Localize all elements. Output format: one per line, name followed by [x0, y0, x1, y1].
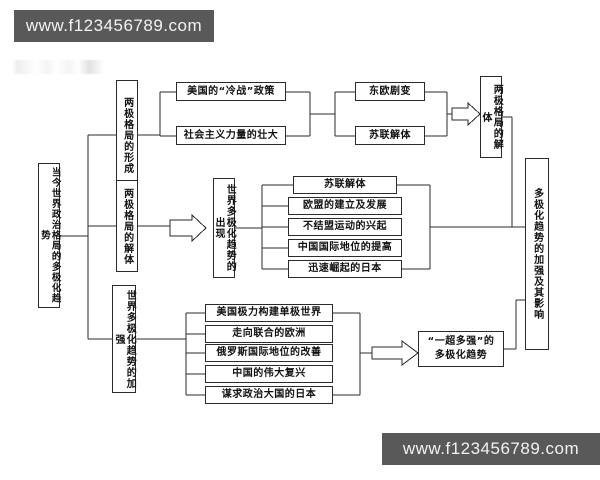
watermark-top: www.f123456789.com	[14, 10, 214, 42]
node-factor-eu[interactable]: 欧盟的建立及发展	[288, 197, 402, 215]
node-soviet-dissolution-top[interactable]: 苏联解体	[355, 126, 425, 145]
node-one-super-many-strong[interactable]: “一超多强”的 多极化趋势	[418, 331, 504, 367]
node-strengthen-china-revival[interactable]: 中国的伟大复兴	[205, 365, 333, 383]
node-strengthen-russia-status[interactable]: 俄罗斯国际地位的改善	[205, 344, 333, 362]
node-factor-non-aligned[interactable]: 不结盟运动的兴起	[288, 218, 402, 236]
node-factor-japan-rise[interactable]: 迅速崛起的日本	[288, 260, 402, 278]
node-stage-collapse[interactable]: 两极格局的解体	[116, 180, 138, 272]
node-multipolar-influence[interactable]: 多极化趋势的加强及其影响	[525, 158, 549, 350]
watermark-bottom: www.f123456789.com	[382, 433, 600, 465]
node-strengthen-japan-political[interactable]: 谋求政治大国的日本	[205, 386, 333, 404]
node-socialist-strength[interactable]: 社会主义力量的壮大	[176, 126, 286, 145]
node-multipolar-emergence[interactable]: 世界多极化趋势的出现	[213, 178, 235, 278]
node-east-europe-upheaval[interactable]: 东欧剧变	[355, 82, 425, 101]
node-strengthen-us-unipolar[interactable]: 美国极力构建单极世界	[205, 304, 333, 322]
node-stage-strengthen[interactable]: 世界多极化趋势的加强	[112, 285, 136, 393]
node-bipolar-end[interactable]: 两极格局的解体	[480, 76, 502, 158]
one-super-line1: “一超多强”的	[427, 335, 495, 347]
node-cold-war-policy[interactable]: 美国的“冷战”政策	[176, 82, 286, 101]
node-factor-soviet-dissolution[interactable]: 苏联解体	[293, 176, 397, 194]
node-stage-formation[interactable]: 两极格局的形成	[116, 80, 138, 190]
one-super-line2: 多极化趋势	[434, 350, 488, 361]
node-factor-china-status[interactable]: 中国国际地位的提高	[288, 239, 402, 257]
node-strengthen-europe-union[interactable]: 走向联合的欧洲	[205, 325, 333, 343]
erased-text-artifact	[12, 60, 104, 74]
node-root[interactable]: 当今世界政治格局的多极化趋势	[38, 163, 61, 308]
